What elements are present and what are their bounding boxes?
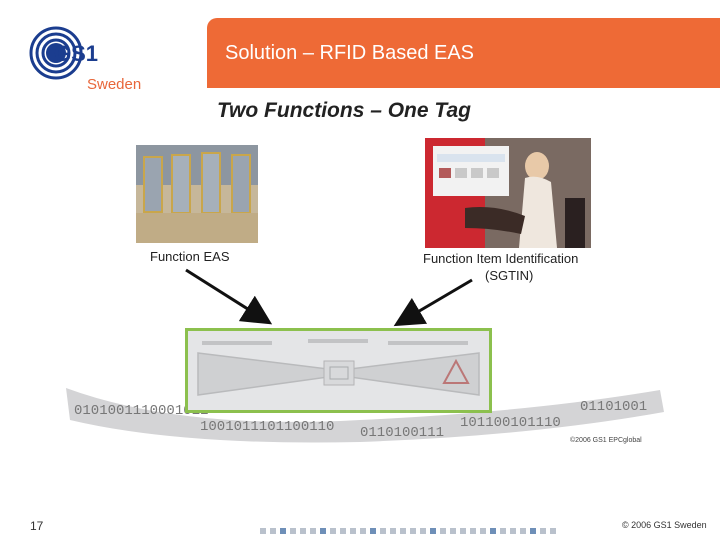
footer-dot-pattern [260,526,580,538]
tag-antenna-graphic [188,331,489,410]
image-copyright: ©2006 GS1 EPCglobal [570,437,642,444]
footer-copyright: © 2006 GS1 Sweden [622,520,707,530]
arrow-right-icon [404,280,472,320]
rfid-tag [185,328,492,413]
arrow-left-icon [186,270,262,318]
svg-text:1001011101100110: 1001011101100110 [200,419,334,435]
svg-text:0110100111: 0110100111 [360,425,444,441]
svg-text:101100101110: 101100101110 [460,415,561,431]
svg-text:01101001: 01101001 [580,399,647,415]
page-number: 17 [30,519,43,533]
